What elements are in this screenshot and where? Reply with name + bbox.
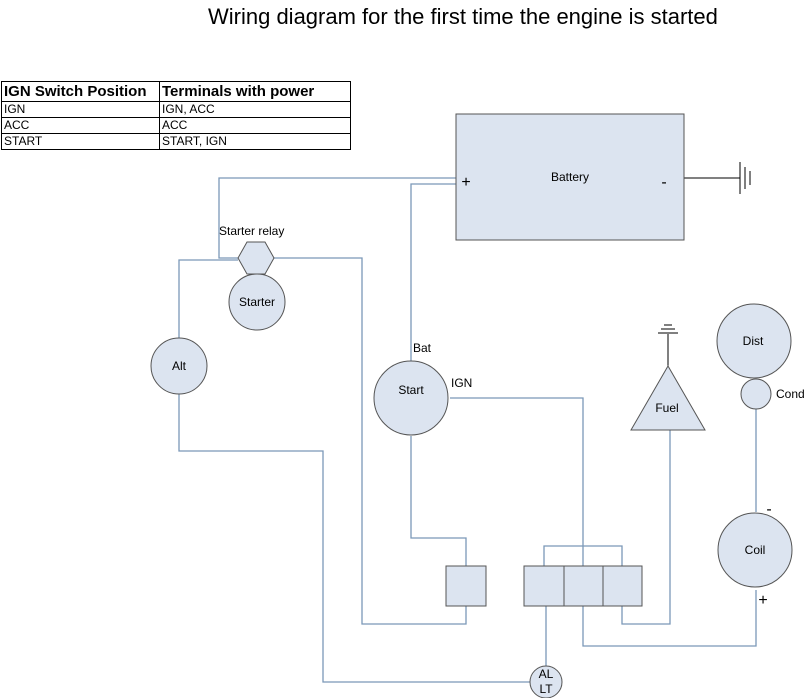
condenser — [740, 378, 772, 410]
starter-terminal-block — [445, 565, 487, 607]
coil — [717, 512, 793, 588]
wire-battery-to-switch-bat — [410, 183, 456, 362]
fuse-3 — [602, 565, 643, 607]
ign-switch-table: IGN Switch Position Terminals with power… — [1, 81, 351, 150]
ignition-switch-label: Start — [398, 383, 424, 397]
starter-relay — [237, 241, 275, 275]
table-row: START START, IGN — [1, 133, 351, 150]
distributor-label: Dist — [743, 334, 764, 348]
wires — [178, 177, 757, 683]
table-cell: IGN, ACC — [159, 101, 351, 118]
diagram-title: Wiring diagram for the first time the en… — [208, 4, 718, 29]
fuse-2 — [563, 565, 604, 607]
table-cell: ACC — [1, 117, 160, 134]
table-cell: START, IGN — [159, 133, 351, 150]
fuel-sender — [630, 365, 706, 431]
coil-minus-label: - — [766, 501, 771, 518]
starter — [228, 273, 286, 331]
wire-fuse-to-fuel — [621, 430, 671, 625]
alternator-light — [529, 665, 563, 698]
wire-fuse-bus — [543, 545, 623, 566]
coil-label: Coil — [745, 543, 766, 557]
fuel-label: Fuel — [655, 401, 678, 415]
wire-fuse-to-coil — [582, 590, 757, 647]
table-row: ACC ACC — [1, 117, 351, 134]
fuse-1 — [523, 565, 565, 607]
wire-relay-to-block — [274, 257, 467, 625]
distributor — [716, 303, 792, 379]
starter-label: Starter — [239, 295, 275, 309]
battery-plus-label: + — [461, 174, 470, 191]
fuel-ground-icon — [658, 324, 678, 334]
table-header-position: IGN Switch Position — [1, 81, 160, 102]
condenser-label: Cond — [776, 387, 805, 401]
starter-relay-label: Starter relay — [219, 224, 284, 238]
battery-minus-label: - — [661, 174, 666, 191]
wire-battery-to-relay — [218, 177, 456, 259]
bat-terminal-label: Bat — [413, 341, 432, 355]
table-header-row: IGN Switch Position Terminals with power — [1, 81, 351, 102]
battery-label: Battery — [551, 170, 589, 184]
battery-ground-icon — [739, 162, 751, 194]
coil-plus-label: + — [758, 592, 767, 609]
ign-terminal-label: IGN — [451, 376, 472, 390]
battery — [455, 113, 685, 241]
ignition-switch — [373, 360, 449, 436]
alternator — [150, 337, 208, 395]
alternator-light-label-top: AL — [539, 667, 554, 681]
alternator-label: Alt — [172, 359, 187, 373]
wire-alt-to-relay — [178, 259, 238, 342]
wire-alt-to-light — [178, 394, 531, 683]
table-cell: START — [1, 133, 160, 150]
wire-ign-to-fuse — [450, 397, 584, 566]
wire-start-to-block — [410, 436, 467, 566]
alternator-light-label-bottom: LT — [539, 682, 553, 696]
